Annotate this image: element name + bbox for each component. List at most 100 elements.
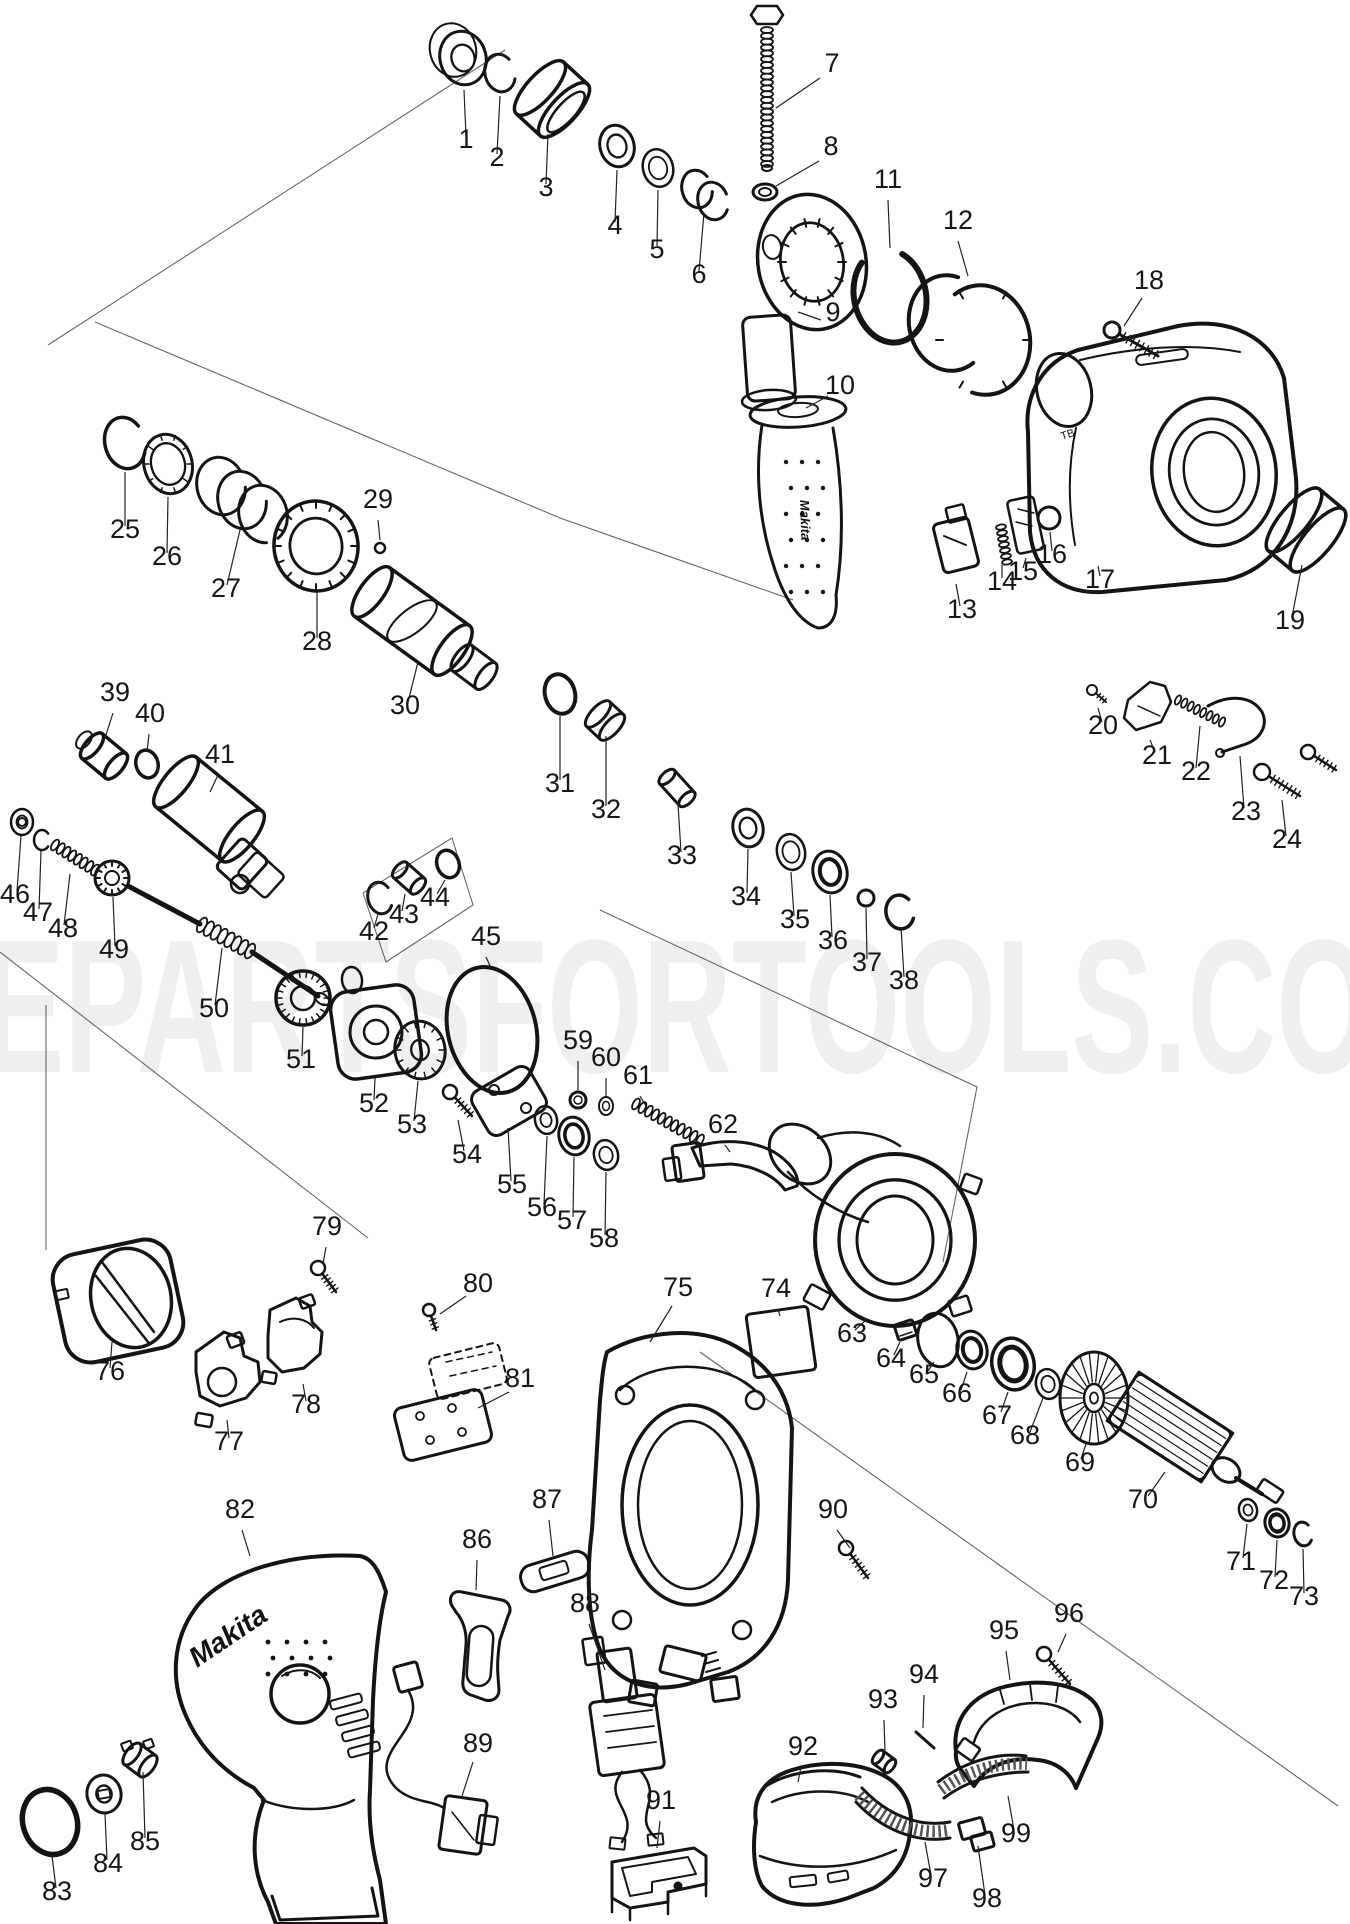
part-label-50: 50	[199, 993, 229, 1023]
part-label-66: 66	[942, 1378, 972, 1408]
part-12-drawing	[906, 273, 1033, 397]
part-31-drawing	[542, 672, 578, 716]
part-60-drawing	[598, 1096, 614, 1116]
part-35-leader-line	[790, 871, 795, 917]
part-32-drawing	[583, 699, 627, 742]
part-6-drawing	[680, 168, 729, 222]
part-36-drawing	[811, 849, 849, 895]
part-label-10: 10	[825, 370, 855, 400]
part-63-drawing	[767, 1122, 983, 1328]
part-label-19: 19	[1275, 605, 1305, 635]
part-90-drawing	[837, 1539, 871, 1580]
part-79-drawing	[309, 1259, 339, 1294]
part-27-leader-line	[226, 529, 241, 586]
part-label-82: 82	[225, 1494, 255, 1524]
part-61-leader-line	[639, 1095, 647, 1107]
part-label-21: 21	[1142, 740, 1172, 770]
part-44-drawing	[434, 848, 462, 880]
part-95-drawing	[953, 1680, 1104, 1790]
part-label-40: 40	[135, 698, 165, 728]
part-43-leader-line	[401, 893, 406, 912]
part-36-leader-line	[829, 894, 833, 938]
part-label-95: 95	[989, 1615, 1019, 1645]
part-11-leader-line	[887, 199, 891, 249]
part-label-56: 56	[527, 1192, 557, 1222]
part-label-9: 9	[825, 297, 840, 327]
part-46-drawing	[9, 807, 35, 837]
part-label-84: 84	[93, 1848, 123, 1878]
part-81-leader-line	[477, 1391, 510, 1409]
part-label-85: 85	[130, 1826, 160, 1856]
part-7-drawing	[749, 4, 785, 172]
part-74-drawing	[744, 1305, 818, 1379]
part-57-drawing	[557, 1115, 591, 1157]
part-label-59: 59	[563, 1025, 593, 1055]
part-label-3: 3	[538, 172, 553, 202]
part-88-leader-line	[588, 1623, 606, 1671]
part-24-drawing	[1252, 743, 1338, 800]
group-boundary-line	[362, 837, 474, 963]
part-53-drawing	[393, 1019, 447, 1081]
part-label-70: 70	[1128, 1484, 1158, 1514]
part-16-leader-line	[1049, 531, 1053, 552]
part-68-leader-line	[1029, 1397, 1044, 1433]
part-97-drawing	[854, 1786, 952, 1841]
part-77-leader-line	[226, 1419, 230, 1439]
part-26-drawing	[142, 432, 194, 496]
part-41-leader-line	[209, 774, 219, 793]
part-50-leader-line	[214, 947, 223, 1006]
part-45-drawing	[444, 964, 540, 1096]
part-label-51: 51	[286, 1044, 316, 1074]
part-80-leader-line	[439, 1295, 467, 1315]
part-label-92: 92	[788, 1731, 818, 1761]
part-label-7: 7	[824, 48, 839, 78]
part-88-drawing	[581, 1635, 721, 1851]
part-6-leader-line	[698, 212, 705, 272]
part-10-drawing	[748, 395, 848, 630]
part-84-drawing	[85, 1773, 123, 1815]
part-73-drawing	[1292, 1520, 1313, 1548]
part-label-80: 80	[463, 1268, 493, 1298]
part-40-leader-line	[146, 733, 150, 753]
part-2-drawing	[483, 52, 517, 94]
part-51-leader-line	[301, 1026, 304, 1057]
part-49-leader-line	[112, 896, 116, 947]
part-label-12: 12	[943, 205, 973, 235]
part-89-leader-line	[461, 1761, 474, 1797]
part-label-89: 89	[463, 1728, 493, 1758]
part-83-drawing	[19, 1786, 81, 1858]
part-label-46: 46	[0, 879, 30, 909]
part-30-leader-line	[407, 661, 419, 703]
part-96-leader-line	[1057, 1633, 1067, 1653]
part-label-23: 23	[1231, 796, 1261, 826]
part-label-98: 98	[972, 1883, 1002, 1913]
part-39-leader-line	[104, 712, 114, 739]
part-58-leader-line	[604, 1171, 607, 1236]
part-62-leader-line	[724, 1144, 731, 1153]
part-label-8: 8	[823, 131, 838, 161]
group-boundary-line	[699, 1351, 1339, 1807]
group-boundary-line	[94, 321, 794, 601]
part-42-leader-line	[373, 913, 379, 929]
part-43-drawing	[390, 860, 428, 896]
part-78-leader-line	[302, 1383, 307, 1402]
part-55-drawing	[470, 1065, 548, 1137]
part-54-drawing	[441, 1083, 474, 1118]
part-77-drawing	[194, 1330, 262, 1429]
part-25-drawing	[102, 415, 147, 471]
part-label-78: 78	[291, 1389, 321, 1419]
part-86-drawing	[448, 1590, 512, 1702]
part-81-drawing	[393, 1342, 508, 1462]
part-75-drawing	[586, 1331, 794, 1708]
part-65-drawing	[916, 1311, 960, 1369]
part-label-15: 15	[1008, 556, 1038, 586]
part-98-drawing	[957, 1816, 996, 1853]
part-label-74: 74	[761, 1273, 791, 1303]
part-16-drawing	[1036, 505, 1062, 531]
part-label-41: 41	[205, 739, 235, 769]
part-label-68: 68	[1010, 1420, 1040, 1450]
part-70-drawing	[1105, 1370, 1285, 1504]
part-59-drawing	[568, 1090, 588, 1110]
part-label-49: 49	[99, 934, 129, 964]
part-label-5: 5	[649, 234, 664, 264]
